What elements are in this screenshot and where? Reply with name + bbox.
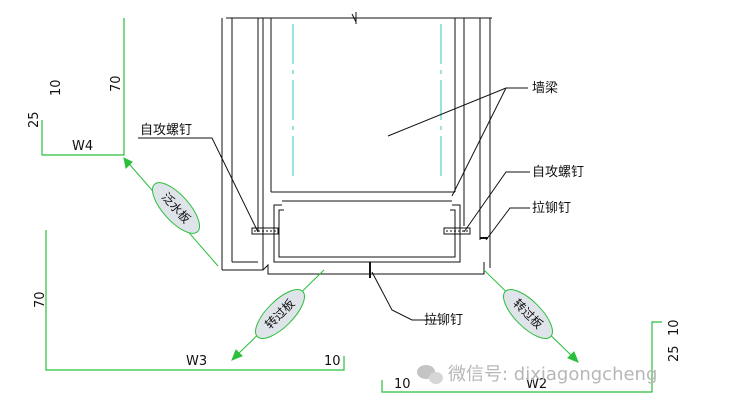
label-screw-right: 自攻螺钉	[532, 165, 584, 180]
dim-w3-10: 10	[324, 354, 341, 369]
leader-rivet-bottom	[371, 271, 440, 321]
label-rivet-bottom: 拉铆钉	[424, 313, 463, 328]
leader-rivet-right	[485, 207, 530, 241]
dim-w2-10-left: 10	[394, 377, 411, 392]
arrow-w2-head	[567, 351, 579, 363]
wechat-icon	[417, 365, 443, 384]
arrows	[123, 157, 579, 363]
bottom-flashing	[222, 262, 485, 275]
profile-w4	[41, 18, 125, 156]
label-wall-beam: 墙梁	[532, 81, 558, 96]
leader-screw-left	[138, 137, 259, 233]
dim-w4-10: 10	[49, 79, 64, 96]
dim-w2-25: 25	[667, 345, 682, 362]
dim-w4-70: 70	[109, 75, 124, 92]
watermark-text: 微信号: dixiagongcheng	[448, 364, 657, 385]
bubble-transition-left: 转过板	[255, 289, 305, 339]
arrow-w3-head	[231, 349, 243, 361]
screw-right-icon	[443, 227, 471, 235]
bubble-transition-right: 转过板	[503, 289, 553, 339]
bubble-drip: 泛水板	[152, 182, 200, 234]
profile-w3	[45, 230, 345, 371]
dim-w3-70: 70	[33, 291, 48, 308]
break-mark	[351, 12, 357, 24]
dim-w2: W2	[526, 377, 547, 392]
dim-w2-10: 10	[667, 319, 682, 336]
dim-w4-25: 25	[27, 111, 42, 128]
leader-screw-right	[463, 171, 530, 233]
cyan-guides	[292, 24, 442, 180]
label-screw-left: 自攻螺钉	[140, 123, 192, 138]
screw-left-icon	[251, 227, 279, 235]
green-profiles	[41, 18, 662, 393]
c-channel	[273, 204, 461, 263]
arrow-w4-head	[123, 157, 133, 170]
dim-w4: W4	[72, 139, 93, 154]
profile-w2	[381, 321, 662, 393]
fasteners	[251, 227, 488, 278]
dim-w3: W3	[186, 354, 207, 369]
leaders	[138, 87, 530, 321]
wall-section	[221, 12, 492, 275]
watermark: 微信号: dixiagongcheng	[417, 364, 657, 385]
label-rivet-right: 拉铆钉	[532, 201, 571, 216]
leader-beam	[387, 87, 528, 137]
c-channel-inner	[278, 209, 456, 258]
leader-beam-2	[451, 87, 507, 197]
